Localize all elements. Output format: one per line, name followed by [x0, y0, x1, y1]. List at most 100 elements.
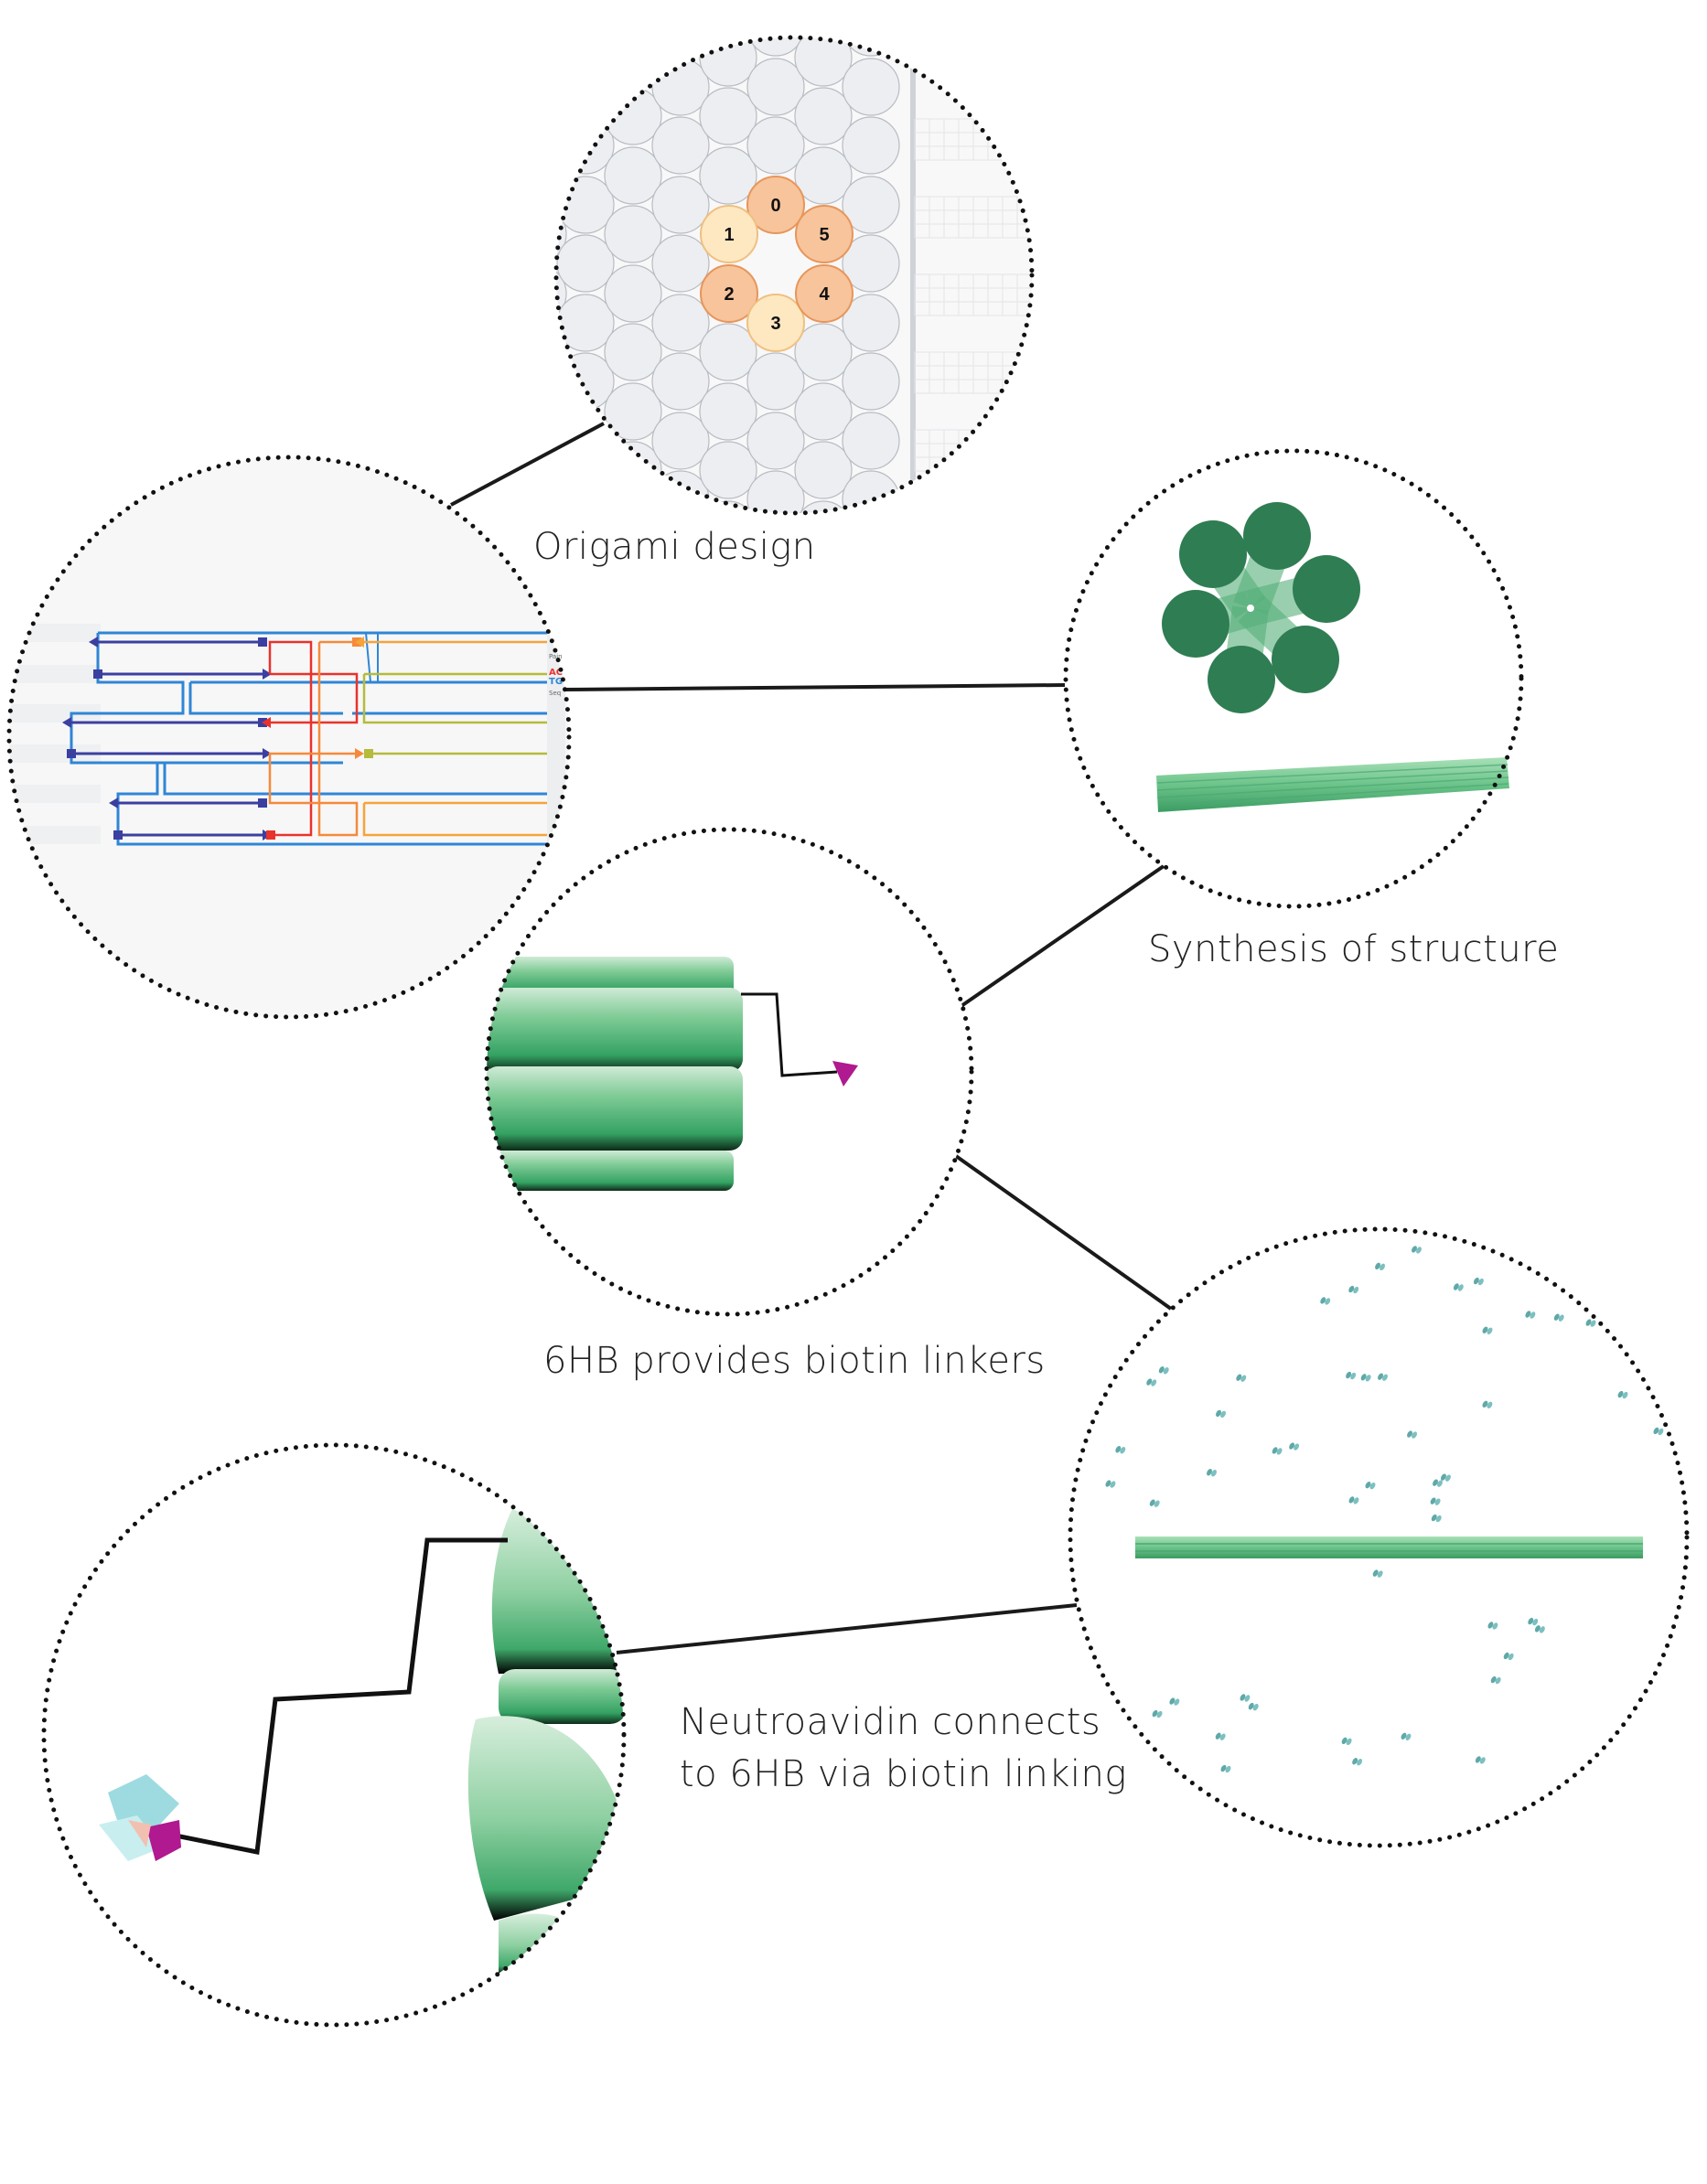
lattice-cell: [556, 264, 567, 323]
neutravidin-particles: [1105, 1246, 1664, 1773]
label-biotin-linkers: 6HB provides biotin linkers: [543, 1340, 1046, 1382]
lattice-cell: [556, 234, 615, 293]
neutravidin-particle: [1240, 1375, 1247, 1382]
lattice-cell: [605, 737, 661, 794]
neutravidin-particle: [1539, 1626, 1545, 1633]
neutravidin-particle: [1405, 1733, 1412, 1740]
lattice-cell: [604, 441, 662, 499]
bundle-core: [1247, 605, 1254, 612]
neutravidin-particle: [1487, 1327, 1493, 1334]
lattice-cell: [556, 37, 567, 87]
lattice-cell: [843, 589, 899, 646]
lattice-cell: [414, 206, 471, 262]
neutravidin-particle: [1495, 1676, 1501, 1685]
lattice-cell: [414, 265, 471, 322]
connector-strands-to-synthesis: [564, 683, 1066, 691]
lattice-cell: [367, 117, 424, 174]
lattice-cell: [746, 37, 805, 57]
lattice-cell: [843, 707, 899, 764]
bundle-closeup-panel: [484, 827, 974, 1317]
helix-number-2: 2: [724, 284, 734, 305]
neutravidin-particle: [1622, 1391, 1628, 1399]
lattice-cell: [556, 146, 567, 205]
scaffold-path: [163, 763, 549, 796]
neutravidin-particle: [1357, 1759, 1363, 1766]
neutravidin-particle: [1352, 1758, 1358, 1765]
neutravidin-particle: [1473, 1277, 1479, 1285]
neutravidin-particle: [1375, 1262, 1380, 1270]
connector-lines: [450, 422, 1173, 1654]
biotin-linker: [741, 992, 838, 1077]
lattice-cell: [414, 383, 471, 440]
lattice-cell: [556, 205, 567, 263]
neutravidin-particle: [1441, 1473, 1446, 1481]
strand-end-marker: [113, 830, 123, 840]
side-label-pain: Pain: [549, 653, 563, 660]
lattice-cell: [651, 294, 710, 352]
neutravidin-protein-icon: [99, 1774, 181, 1861]
strand-paths: [9, 624, 551, 846]
neutravidin-particle: [1435, 1515, 1442, 1523]
lattice-cell: [842, 412, 900, 470]
side-label-seq: Seq: [549, 690, 561, 697]
lattice-cell: [557, 589, 614, 646]
neutravidin-particle: [1207, 1469, 1212, 1476]
neutravidin-particle: [1244, 1695, 1251, 1702]
neutravidin-particle: [1353, 1497, 1359, 1504]
connector-origami-to-strands: [450, 422, 605, 507]
neutravidin-particle: [1211, 1470, 1217, 1477]
neutravidin-particle: [1492, 1622, 1498, 1630]
lattice-cell: [842, 176, 900, 234]
lattice-cell: [794, 37, 853, 87]
lattice-cell: [651, 37, 710, 57]
lattice-cell: [604, 37, 662, 87]
neutravidin-particle: [1503, 1652, 1509, 1660]
lattice-cell: [462, 177, 519, 233]
neutravidin-particle: [1158, 1366, 1165, 1374]
neutravidin-particle: [1407, 1430, 1413, 1438]
neutravidin-particle: [1482, 1400, 1488, 1408]
lattice-cell: [795, 0, 852, 27]
lattice-cell: [462, 471, 519, 528]
lattice-cell: [462, 0, 519, 56]
strand-arrow: [355, 748, 364, 759]
lattice-cell: [367, 0, 424, 56]
dotted-circle-border: [1068, 1226, 1690, 1848]
lattice-cell: [414, 324, 471, 380]
neutravidin-particle: [1412, 1246, 1417, 1253]
lattice-cell: [699, 323, 757, 381]
strand-arrow: [262, 717, 271, 728]
staple-path: [270, 672, 359, 724]
lattice-cell: [556, 323, 567, 381]
lattice-cell: [556, 382, 567, 441]
lattice-cell: [462, 353, 519, 410]
lattice-cell: [794, 382, 853, 441]
helix-end-1: [1243, 502, 1311, 570]
helix-number-4: 4: [819, 284, 830, 305]
neutravidin-particle: [1146, 1378, 1153, 1386]
neutravidin-particle: [1115, 1446, 1122, 1453]
neutravidin-particle: [1360, 1374, 1367, 1381]
neutravidin-particle: [1653, 1427, 1659, 1435]
grid-band: [9, 665, 101, 683]
helix-number-0: 0: [770, 196, 780, 216]
lattice-cell: [842, 352, 900, 411]
neutravidin-particle: [1525, 1311, 1531, 1318]
neutravidin-particle: [1346, 1738, 1352, 1746]
lattice-cell: [651, 176, 710, 234]
neutravidin-particle: [1434, 1498, 1441, 1505]
lattice-cell: [746, 470, 805, 513]
lattice-cell: [605, 678, 661, 734]
strand-arrow: [355, 637, 364, 648]
staple-path: [268, 642, 359, 837]
neutravidin-particle: [1341, 1737, 1347, 1745]
lattice-cell: [795, 737, 852, 794]
neutravidin-particle: [1276, 1448, 1283, 1455]
neutravidin-particle: [1240, 1694, 1246, 1701]
grid-band: [9, 826, 101, 844]
neutravidin-particle: [1445, 1474, 1451, 1482]
neutravidin-particle: [1553, 1313, 1560, 1321]
lattice-cell: [556, 352, 615, 411]
neutravidin-particle: [1156, 1710, 1163, 1718]
lattice-cell: [746, 116, 805, 175]
